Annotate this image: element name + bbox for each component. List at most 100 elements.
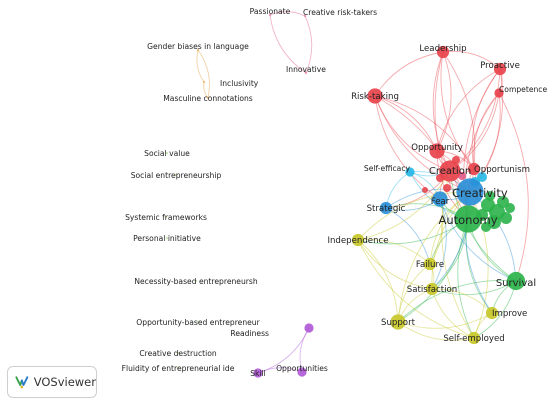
node-survival[interactable] [506, 271, 526, 291]
node-innovative[interactable] [304, 71, 308, 75]
node-label-readiness[interactable]: Readiness [230, 329, 269, 338]
node-autonomy[interactable] [454, 205, 482, 233]
node-masculine[interactable] [206, 96, 210, 100]
node-independence[interactable] [351, 233, 365, 247]
node-label-necessity[interactable]: Necessity-based entrepreneursh [134, 277, 258, 286]
vosviewer-logo[interactable]: VOSviewer [7, 366, 97, 398]
node-creative-destruction[interactable] [176, 351, 180, 355]
node-label-risk-taking[interactable]: Risk-taking [351, 92, 399, 102]
node-support[interactable] [390, 314, 406, 330]
node-label-independence[interactable]: Independence [327, 236, 388, 246]
node-label-creative-destruction[interactable]: Creative destruction [139, 349, 217, 358]
edge-leadership-autonomy [434, 51, 469, 220]
cluster-blob-b5 [443, 184, 451, 192]
edge-risk-taking-creation [374, 95, 451, 172]
node-passionate[interactable] [268, 13, 272, 17]
node-proactive[interactable] [493, 62, 507, 76]
node-label-masculine[interactable]: Masculine connotations [163, 94, 253, 103]
node-label-creation[interactable]: Creation [429, 166, 471, 177]
node-label-proactive[interactable]: Proactive [480, 61, 520, 71]
node-creativity[interactable] [456, 178, 484, 206]
node-opportunities[interactable] [297, 367, 307, 377]
edge-satisfaction-improve [431, 288, 493, 314]
node-label-passionate[interactable]: Passionate [250, 7, 291, 16]
edge-competence-survival [498, 92, 529, 282]
node-label-personal-initiative[interactable]: Personal initiative [133, 234, 201, 243]
node-fear[interactable] [432, 191, 448, 207]
cluster-blob-b6 [422, 187, 428, 193]
node-fluidity[interactable] [176, 366, 180, 370]
node-label-fear[interactable]: Fear [431, 197, 450, 207]
node-label-self-efficacy[interactable]: Self-efficacy [364, 164, 411, 173]
edge-risk-taking-opportunism [374, 95, 475, 170]
node-systemic[interactable] [164, 215, 168, 219]
edge-proactive-opportunism [471, 68, 501, 170]
node-personal-initiative[interactable] [165, 236, 169, 240]
node-label-survival[interactable]: Survival [496, 278, 536, 289]
node-label-opportunities[interactable]: Opportunities [276, 364, 328, 373]
cluster-blob-b3 [477, 172, 487, 182]
edge-gender-biases-masculine [197, 49, 210, 99]
node-label-opportunity[interactable]: Opportunity [411, 143, 463, 153]
node-skill[interactable] [253, 368, 263, 378]
node-label-support[interactable]: Support [381, 318, 416, 328]
node-social-value[interactable] [165, 151, 169, 155]
node-label-inclusivity[interactable]: Inclusivity [220, 79, 259, 88]
node-gender-biases[interactable] [196, 48, 200, 52]
node-risk-taking[interactable] [367, 88, 383, 104]
edge-leadership-opportunity [436, 51, 452, 152]
node-creation[interactable] [439, 160, 461, 182]
node-satisfaction[interactable] [425, 282, 439, 296]
node-necessity[interactable] [194, 279, 198, 283]
node-label-opportunism[interactable]: Opportunism [474, 165, 530, 175]
node-social-entrepreneurship[interactable] [174, 173, 178, 177]
node-label-self-employed[interactable]: Self-employed [443, 334, 504, 344]
node-label-leadership[interactable]: Leadership [419, 44, 466, 54]
node-label-gender-biases[interactable]: Gender biases in language [147, 42, 249, 51]
node-readiness[interactable] [304, 323, 314, 333]
node-label-autonomy[interactable]: Autonomy [438, 213, 497, 227]
edge-proactive-creation [449, 68, 501, 172]
node-label-failure[interactable]: Failure [416, 260, 444, 270]
edge-self-employed-creation [441, 170, 475, 339]
node-label-creativity[interactable]: Creativity [452, 186, 508, 200]
node-competence[interactable] [494, 88, 504, 98]
node-self-efficacy[interactable] [405, 167, 415, 177]
edge-leadership-risk-taking [374, 51, 444, 97]
cluster-blob-4 [500, 212, 512, 224]
node-self-employed[interactable] [467, 331, 481, 345]
node-label-improve[interactable]: Improve [492, 309, 527, 319]
node-failure[interactable] [423, 257, 437, 271]
node-label-social-entrepreneurship[interactable]: Social entrepreneurship [131, 171, 222, 180]
network-nodes [164, 13, 526, 378]
node-label-opportunity-based[interactable]: Opportunity-based entrepreneur [136, 318, 260, 327]
edge-survival-creation [449, 170, 517, 282]
edge-self-efficacy-strategic [385, 171, 411, 209]
node-label-competence[interactable]: Competence [499, 85, 547, 94]
edge-risk-taking-creativity [374, 95, 471, 193]
node-opportunism[interactable] [467, 162, 481, 176]
node-label-systemic[interactable]: Systemic frameworks [125, 213, 207, 222]
node-label-satisfaction[interactable]: Satisfaction [407, 285, 457, 295]
node-label-strategic[interactable]: Strategic [367, 204, 406, 214]
node-inclusivity[interactable] [202, 80, 206, 84]
node-opportunity-based[interactable] [196, 320, 200, 324]
node-label-social-value[interactable]: Social value [144, 149, 190, 158]
node-strategic[interactable] [379, 201, 393, 215]
node-leadership[interactable] [436, 45, 450, 59]
node-creative-risk-takers[interactable] [303, 14, 307, 18]
node-label-creative-risk-takers[interactable]: Creative risk-takers [303, 8, 377, 17]
node-opportunity[interactable] [429, 143, 445, 159]
edge-support-creativity [397, 191, 471, 323]
edge-strategic-failure [385, 207, 431, 265]
vosviewer-logo-text: VOSviewer [33, 375, 96, 389]
edge-risk-taking-opportunity [374, 95, 438, 152]
node-label-skill[interactable]: Skill [250, 369, 266, 378]
node-label-fluidity[interactable]: Fluidity of entrepreneurial ide [122, 364, 235, 373]
edge-survival-support [397, 280, 517, 323]
node-label-innovative[interactable]: Innovative [286, 65, 326, 74]
node-improve[interactable] [485, 306, 499, 320]
edge-failure-fear [429, 198, 444, 265]
edge-fear-satisfaction [431, 198, 447, 290]
